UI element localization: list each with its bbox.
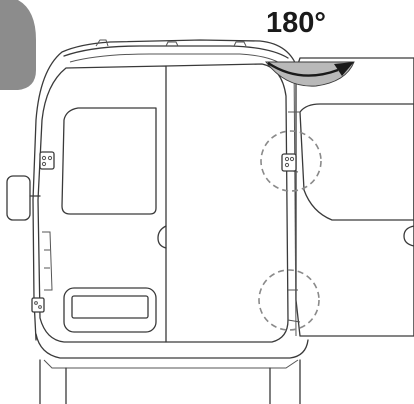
- left-hinge: [39, 151, 55, 170]
- opening-angle-sector: [264, 61, 355, 87]
- right-door-window: [299, 103, 414, 221]
- van-body-outline: [32, 39, 301, 341]
- corner-tab: [0, 0, 36, 90]
- left-door: [37, 65, 167, 343]
- lower-hinge-callout: [258, 269, 320, 331]
- angle-label: 180°: [266, 7, 326, 39]
- rear-bumper: [35, 333, 309, 359]
- left-door-latch: [157, 225, 167, 249]
- roof-rail: [63, 45, 289, 59]
- upper-hinge-callout: [260, 130, 322, 192]
- right-door-handle: [403, 225, 414, 247]
- arrow-head-icon: [334, 62, 354, 76]
- left-lower-hinge: [31, 297, 45, 313]
- right-door-open: [295, 57, 414, 337]
- opening-arrow: [267, 61, 339, 77]
- center-panel: [165, 63, 289, 343]
- side-mirror: [6, 175, 41, 221]
- left-door-window: [61, 107, 157, 215]
- right-upper-hinge: [281, 153, 297, 172]
- license-plate-recess: [63, 287, 157, 333]
- wheels: [39, 359, 301, 404]
- left-taillight: [42, 231, 53, 291]
